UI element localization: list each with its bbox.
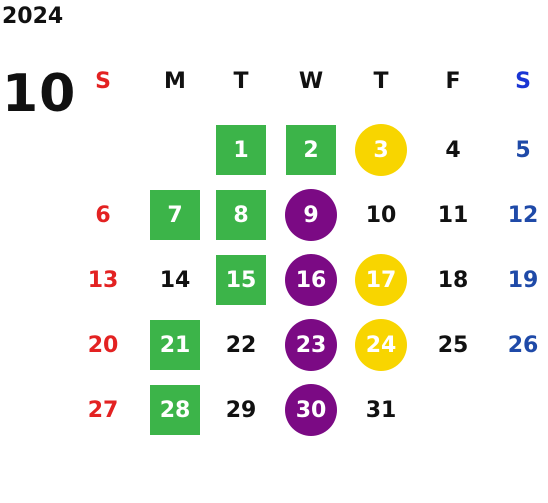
day-11: 11 xyxy=(437,202,469,228)
weekday-header: W xyxy=(298,68,324,94)
day-27: 27 xyxy=(87,397,119,423)
month-number: 10 xyxy=(2,64,77,124)
day-5: 5 xyxy=(515,137,531,163)
year-label: 2024 xyxy=(2,4,64,29)
day-9: 9 xyxy=(285,189,337,241)
day-21: 21 xyxy=(150,320,200,370)
day-4: 4 xyxy=(445,137,461,163)
day-20: 20 xyxy=(87,332,119,358)
day-24: 24 xyxy=(355,319,407,371)
weekday-header: M xyxy=(164,68,186,94)
day-30: 30 xyxy=(285,384,337,436)
day-13: 13 xyxy=(87,267,119,293)
weekday-header: S xyxy=(515,68,531,94)
day-1: 1 xyxy=(216,125,266,175)
weekday-header: T xyxy=(373,68,389,94)
day-14: 14 xyxy=(159,267,191,293)
day-18: 18 xyxy=(437,267,469,293)
day-10: 10 xyxy=(365,202,397,228)
day-6: 6 xyxy=(95,202,111,228)
day-12: 12 xyxy=(507,202,539,228)
weekday-header: F xyxy=(445,68,461,94)
day-7: 7 xyxy=(150,190,200,240)
day-23: 23 xyxy=(285,319,337,371)
day-2: 2 xyxy=(286,125,336,175)
day-3: 3 xyxy=(355,124,407,176)
day-29: 29 xyxy=(225,397,257,423)
day-28: 28 xyxy=(150,385,200,435)
day-22: 22 xyxy=(225,332,257,358)
day-26: 26 xyxy=(507,332,539,358)
day-31: 31 xyxy=(365,397,397,423)
weekday-header: S xyxy=(95,68,111,94)
day-8: 8 xyxy=(216,190,266,240)
weekday-header: T xyxy=(233,68,249,94)
day-15: 15 xyxy=(216,255,266,305)
day-25: 25 xyxy=(437,332,469,358)
day-16: 16 xyxy=(285,254,337,306)
day-17: 17 xyxy=(355,254,407,306)
day-19: 19 xyxy=(507,267,539,293)
